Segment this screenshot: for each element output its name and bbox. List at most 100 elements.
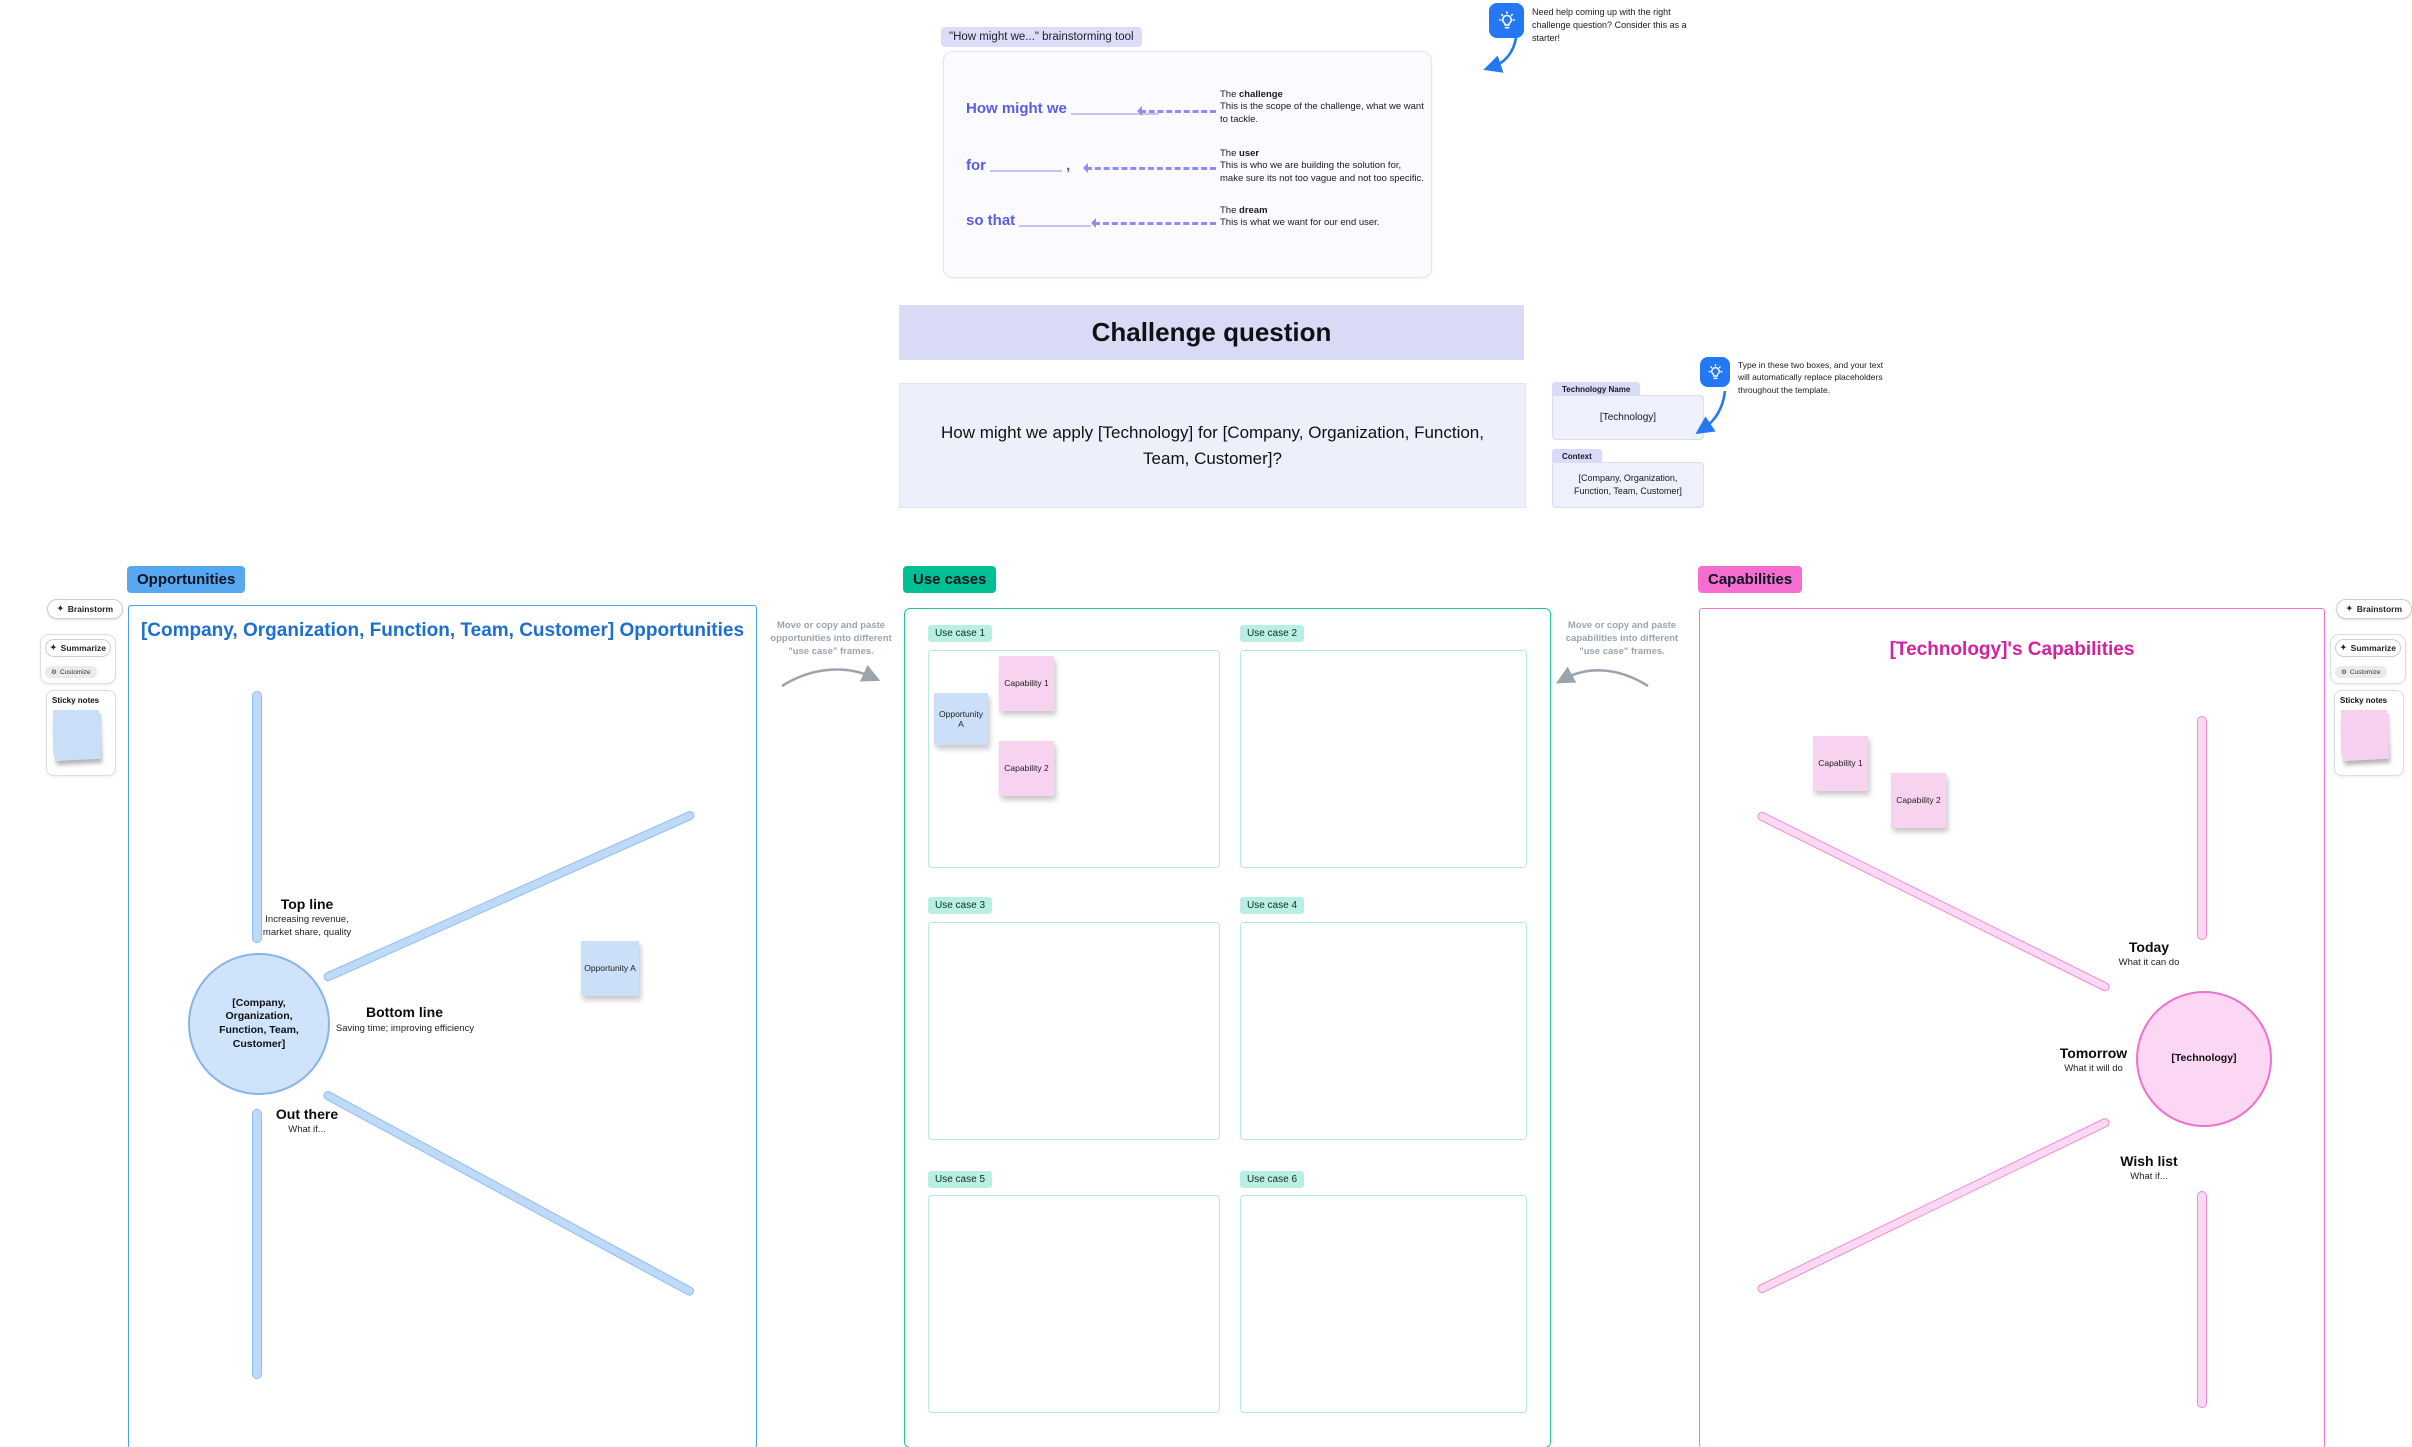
hmw-tool-panel[interactable]: How might we The challenge This is the s… — [943, 51, 1432, 278]
capability-sticky-note[interactable]: Capability 2 — [1891, 773, 1946, 828]
capabilities-title: [Technology]'s Capabilities — [1889, 639, 2135, 660]
curved-arrow-right-icon — [781, 664, 881, 688]
capabilities-center-circle[interactable]: [Technology] — [2136, 991, 2272, 1127]
sparkle-icon: ✦ — [49, 643, 57, 652]
use-case-1-box[interactable] — [928, 650, 1220, 868]
summarize-widget: ✦Summarize ⚙Customize — [2330, 634, 2406, 684]
customize-label: Customize — [2349, 668, 2381, 676]
sticky-text: Capability 1 — [1004, 678, 1049, 689]
dashed-arrow-left-icon — [1091, 218, 1216, 228]
hmw-prompt-dream[interactable]: so that. — [966, 212, 1099, 229]
customize-button[interactable]: ⚙Customize — [2335, 666, 2387, 678]
hmw-prompt-text: so that — [966, 212, 1016, 229]
hmw-tool-tag[interactable]: "How might we..." brainstorming tool — [941, 27, 1142, 47]
opportunities-title: [Company, Organization, Function, Team, … — [140, 620, 745, 641]
hmw-prompt-user[interactable]: for, — [966, 157, 1070, 174]
sparkle-icon: ✦ — [2346, 604, 2353, 613]
capabilities-frame[interactable]: [Technology]'s Capabilities [Technology]… — [1699, 608, 2325, 1447]
technology-value: [Technology] — [1599, 412, 1657, 423]
term-bold: dream — [1239, 205, 1268, 216]
term-desc: This is what we want for our end user. — [1220, 217, 1380, 229]
opportunity-sticky-note[interactable]: Opportunity A — [934, 693, 988, 745]
curved-arrow-icon — [1483, 37, 1518, 73]
use-case-3-box[interactable] — [928, 922, 1220, 1140]
brainstorm-button[interactable]: ✦Brainstorm — [47, 599, 124, 619]
use-case-3-tag[interactable]: Use case 3 — [928, 897, 993, 914]
center-circle-text: [Company, Organization, Function, Team, … — [219, 996, 299, 1050]
lightbulb-icon — [1489, 3, 1524, 38]
fill-in-blank[interactable] — [1070, 113, 1159, 115]
inputs-tip-text: Type in these two boxes, and your text w… — [1738, 360, 1884, 395]
tomorrow-desc: What it will do — [2064, 1063, 2123, 1074]
out-there-label: Out there — [275, 1106, 339, 1122]
hmw-prompt-challenge[interactable]: How might we — [966, 100, 1163, 117]
sticky-notes-widget[interactable]: Sticky notes — [46, 690, 116, 776]
hmw-desc-dream: The dream This is what we want for our e… — [1220, 205, 1425, 230]
opportunity-sticky-note[interactable]: Opportunity A — [581, 941, 639, 996]
term-prefix: The — [1220, 148, 1237, 159]
opportunities-frame-tag[interactable]: Opportunities — [127, 566, 246, 593]
use-case-6-tag[interactable]: Use case 6 — [1240, 1171, 1305, 1188]
dashed-arrow-left-icon — [1137, 106, 1216, 116]
sticky-text: Capability 2 — [1004, 763, 1049, 774]
use-case-5-tag[interactable]: Use case 5 — [928, 1171, 993, 1188]
top-line-desc: Increasing revenue, market share, qualit… — [262, 914, 352, 938]
summarize-button[interactable]: ✦Summarize — [2335, 639, 2401, 657]
out-there-desc: What if... — [288, 1124, 326, 1135]
technology-name-input[interactable]: [Technology] — [1552, 395, 1704, 440]
use-cases-frame[interactable]: Use case 1 Use case 2 Use case 3 Use cas… — [904, 608, 1551, 1447]
challenge-question-box[interactable]: How might we apply [Technology] for [Com… — [899, 383, 1526, 508]
gear-icon: ⚙ — [51, 669, 57, 676]
wish-list-desc: What if... — [2130, 1171, 2168, 1182]
bottom-line-label: Bottom line — [366, 1004, 443, 1020]
fill-in-blank[interactable] — [1019, 225, 1092, 227]
hmw-punct: . — [1095, 212, 1100, 229]
use-cases-frame-tag[interactable]: Use cases — [903, 566, 997, 593]
capability-sticky-note[interactable]: Capability 2 — [999, 741, 1054, 796]
move-opportunities-hint: Move or copy and paste opportunities int… — [770, 620, 892, 657]
sparkle-icon: ✦ — [2339, 643, 2347, 652]
challenge-question-header[interactable]: Challenge question — [899, 305, 1524, 360]
sticky-text: Capability 1 — [1818, 758, 1863, 769]
capability-sticky-note[interactable]: Capability 1 — [999, 656, 1054, 711]
capability-sticky-note[interactable]: Capability 1 — [1813, 736, 1868, 791]
customize-button[interactable]: ⚙Customize — [45, 666, 97, 678]
move-capabilities-hint: Move or copy and paste capabilities into… — [1565, 620, 1679, 657]
technology-name-label: Technology Name — [1552, 382, 1641, 397]
context-input[interactable]: [Company, Organization, Function, Team, … — [1552, 462, 1704, 508]
term-desc: This is the scope of the challenge, what… — [1220, 101, 1424, 125]
sticky-text: Opportunity A — [584, 963, 636, 974]
hmw-desc-user: The user This is who we are building the… — [1220, 148, 1425, 185]
blue-sticky-stack[interactable] — [52, 710, 110, 764]
sticky-notes-label: Sticky notes — [2340, 696, 2388, 705]
today-axis-bar — [2197, 716, 2207, 940]
opportunities-frame[interactable]: [Company, Organization, Function, Team, … — [128, 605, 757, 1447]
sticky-text: Capability 2 — [1896, 795, 1941, 806]
hmw-prompt-text: for — [966, 157, 986, 174]
today-desc: What it can do — [2118, 957, 2180, 968]
brainstorm-label: Brainstorm — [2356, 604, 2403, 614]
summarize-widget: ✦Summarize ⚙Customize — [40, 634, 116, 684]
use-case-4-tag[interactable]: Use case 4 — [1240, 897, 1305, 914]
bottom-line-desc: Saving time; improving efficiency — [335, 1023, 475, 1034]
term-bold: user — [1239, 148, 1260, 159]
use-case-2-box[interactable] — [1240, 650, 1527, 868]
diagonal-bar-up — [322, 809, 696, 983]
use-case-2-tag[interactable]: Use case 2 — [1240, 625, 1305, 642]
sticky-notes-widget[interactable]: Sticky notes — [2334, 690, 2404, 776]
use-case-5-box[interactable] — [928, 1195, 1220, 1413]
term-bold: challenge — [1239, 89, 1283, 100]
top-line-label: Top line — [280, 896, 334, 912]
summarize-button[interactable]: ✦Summarize — [45, 639, 111, 657]
opportunities-center-circle[interactable]: [Company, Organization, Function, Team, … — [188, 953, 330, 1095]
sparkle-icon: ✦ — [57, 604, 64, 613]
pink-sticky-stack[interactable] — [2340, 710, 2398, 764]
capabilities-frame-tag[interactable]: Capabilities — [1698, 566, 1803, 593]
use-case-4-box[interactable] — [1240, 922, 1527, 1140]
brainstorm-button[interactable]: ✦Brainstorm — [2336, 599, 2412, 619]
use-case-1-tag[interactable]: Use case 1 — [928, 625, 993, 642]
use-case-6-box[interactable] — [1240, 1195, 1527, 1413]
context-value: [Company, Organization, Function, Team, … — [1574, 473, 1682, 496]
fill-in-blank[interactable] — [990, 170, 1062, 172]
center-circle-text: [Technology] — [2171, 1052, 2237, 1065]
